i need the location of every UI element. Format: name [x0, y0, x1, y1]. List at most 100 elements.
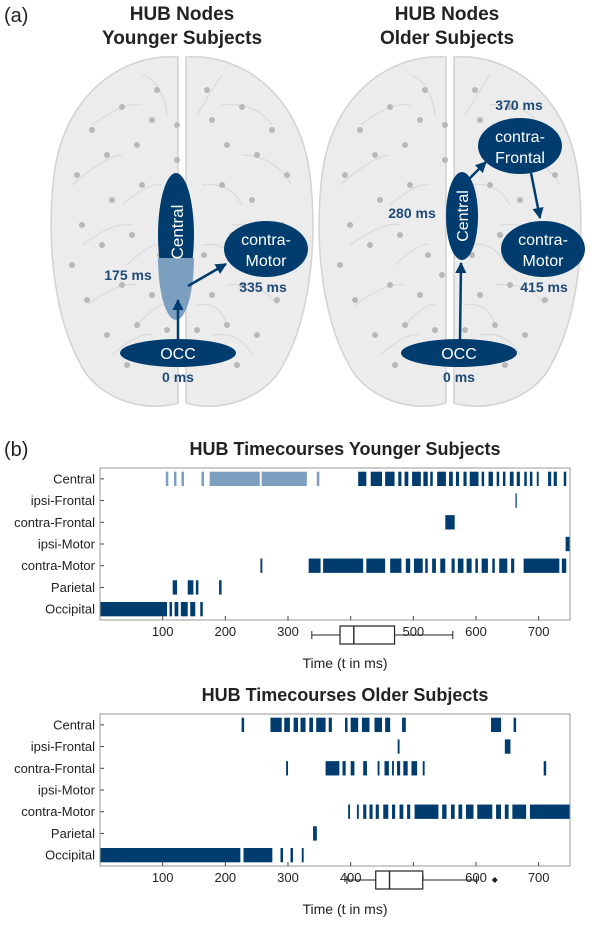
activation-bar	[450, 804, 455, 819]
activation-bar	[173, 471, 177, 487]
activation-bar	[358, 471, 367, 487]
electrode-dot	[439, 272, 445, 278]
activation-bar	[563, 471, 567, 487]
activation-bar	[325, 761, 340, 776]
row-label: Parietal	[51, 826, 95, 841]
activation-bar	[345, 717, 348, 733]
older-arrow-occ-central	[455, 261, 467, 340]
younger-arrow-central-motor	[187, 262, 227, 288]
activation-bar	[504, 739, 511, 754]
x-tick-label: 100	[152, 624, 174, 639]
brain-gyrus	[479, 333, 521, 356]
electrode-dot	[507, 282, 513, 288]
older-time-occ: 0 ms	[443, 369, 475, 385]
activation-bar	[260, 558, 263, 573]
brain-gyrus	[241, 154, 293, 186]
electrode-dot	[387, 104, 393, 110]
activation-bar	[375, 804, 379, 819]
x-tick-label: 300	[277, 870, 299, 885]
older-motor-node	[501, 221, 585, 277]
electrode-dot	[154, 87, 160, 93]
electrode-dot	[254, 332, 260, 338]
x-tick-label: 400	[340, 870, 362, 885]
activation-bar	[398, 471, 402, 487]
electrode-dot	[224, 142, 230, 148]
electrode-dot	[134, 322, 140, 328]
activation-bar	[369, 804, 373, 819]
older-time-motor: 415 ms	[520, 279, 568, 295]
activation-bar	[392, 804, 396, 819]
electrode-dot	[209, 117, 215, 123]
activation-bar	[491, 717, 502, 733]
activation-bar	[384, 761, 389, 776]
row-label: Central	[53, 471, 95, 486]
activation-bar	[195, 580, 199, 595]
brain-gyrus	[339, 154, 391, 186]
electrode-dot	[407, 182, 413, 188]
activation-bar	[524, 471, 527, 487]
electrode-dot	[432, 327, 438, 333]
activation-bar	[356, 804, 359, 819]
activation-bar	[397, 761, 401, 776]
brain-gyrus	[86, 283, 138, 306]
row-label: Occipital	[45, 848, 95, 863]
activation-bar	[323, 558, 364, 573]
row-label: contra-Motor	[21, 558, 95, 573]
activation-bar	[504, 804, 509, 819]
activation-bar	[366, 558, 386, 573]
panel-b-label: (b)	[4, 439, 28, 461]
electrode-dot	[119, 104, 125, 110]
x-tick-label: 200	[214, 870, 236, 885]
activation-bar	[308, 558, 321, 573]
electrode-dot	[174, 122, 180, 128]
electrode-dot	[442, 122, 448, 128]
brain-left-hemisphere	[50, 56, 179, 407]
electrode-dot	[139, 182, 145, 188]
activation-bar	[385, 717, 391, 733]
x-tick-label: 700	[528, 624, 550, 639]
younger-motor-node	[224, 221, 308, 277]
activation-bar	[430, 471, 433, 487]
electrode-dot	[342, 172, 348, 178]
activation-bar	[361, 717, 370, 733]
activation-bar	[432, 558, 436, 573]
activation-bar	[422, 761, 425, 776]
electrode-dot	[119, 282, 125, 288]
activation-bar	[374, 717, 382, 733]
chart-title: HUB Timecourses Older Subjects	[202, 685, 489, 705]
younger-time-motor: 335 ms	[239, 279, 287, 295]
row-label: Occipital	[45, 602, 95, 617]
brain-gyrus	[469, 183, 511, 206]
activation-bar	[165, 471, 169, 487]
activation-bar	[383, 804, 389, 819]
brain-gyrus	[464, 74, 491, 116]
activation-bar	[286, 761, 288, 776]
activation-bar	[180, 601, 188, 617]
older-motor-label-1: contra-	[518, 232, 568, 249]
brain-gyrus	[354, 283, 406, 306]
brain-gyrus	[464, 303, 496, 326]
brain-gyrus	[226, 283, 278, 306]
younger-time-central: 175 ms	[104, 267, 152, 283]
activation-bar	[565, 536, 570, 552]
electrode-dot	[487, 182, 493, 188]
electrode-dot	[149, 292, 155, 298]
activation-bar	[293, 717, 299, 733]
younger-title-line1: HUB Nodes	[130, 4, 235, 25]
electrode-dot	[194, 327, 200, 333]
electrode-dot	[397, 232, 403, 238]
brain-gyrus	[196, 303, 228, 326]
row-label: ipsi-Frontal	[31, 493, 95, 508]
electrode-dot	[417, 117, 423, 123]
activation-bar	[243, 847, 273, 863]
activation-bar	[451, 558, 455, 573]
electrode-dot	[109, 197, 115, 203]
activation-bar	[174, 601, 179, 617]
electrode-dot	[402, 322, 408, 328]
activation-bar	[219, 580, 222, 595]
electrode-dot	[497, 232, 503, 238]
activation-bar	[200, 601, 203, 617]
brain-gyrus	[394, 243, 431, 266]
activation-bar	[209, 471, 260, 487]
activation-bar	[313, 826, 317, 841]
